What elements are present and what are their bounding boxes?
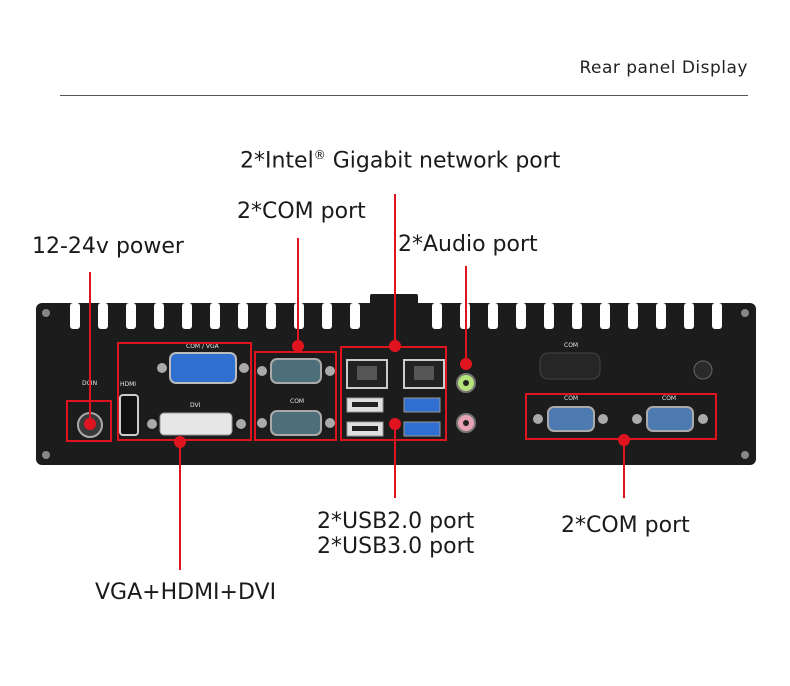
com-ports-right: COM COM COM xyxy=(533,342,708,432)
dvi-port xyxy=(159,412,233,436)
callout-video: VGA+HDMI+DVI xyxy=(95,580,277,605)
callout-leaders xyxy=(84,194,630,570)
lan-ports xyxy=(346,359,445,389)
audio-jacks xyxy=(456,373,476,433)
com-label-3: COM xyxy=(564,395,578,402)
com-label-1: COM xyxy=(290,398,304,405)
hdmi-label: HDMI xyxy=(120,381,136,388)
usb-ports xyxy=(346,397,441,437)
video-ports: COM / VGA HDMI DVI xyxy=(119,343,249,436)
com-ports-middle: COM xyxy=(257,358,335,436)
callout-usb3: 2*USB3.0 port xyxy=(317,534,475,559)
vga-port xyxy=(169,352,237,384)
callout-com-top: 2*COM port xyxy=(237,199,366,224)
header-divider xyxy=(60,95,748,96)
page-title: Rear panel Display xyxy=(579,58,748,78)
callout-power: 12-24v power xyxy=(32,234,184,259)
dvi-label: DVI xyxy=(190,402,201,409)
callout-audio: 2*Audio port xyxy=(398,232,538,257)
callout-network-ports: 2*Intel® Gigabit network port xyxy=(240,148,561,174)
callout-com-right: 2*COM port xyxy=(561,513,690,538)
com-label-2: COM xyxy=(564,342,578,349)
callout-usb2: 2*USB2.0 port xyxy=(317,509,475,534)
hdmi-port xyxy=(119,394,139,436)
com-label-4: COM xyxy=(662,395,676,402)
com-vga-label: COM / VGA xyxy=(186,343,220,350)
